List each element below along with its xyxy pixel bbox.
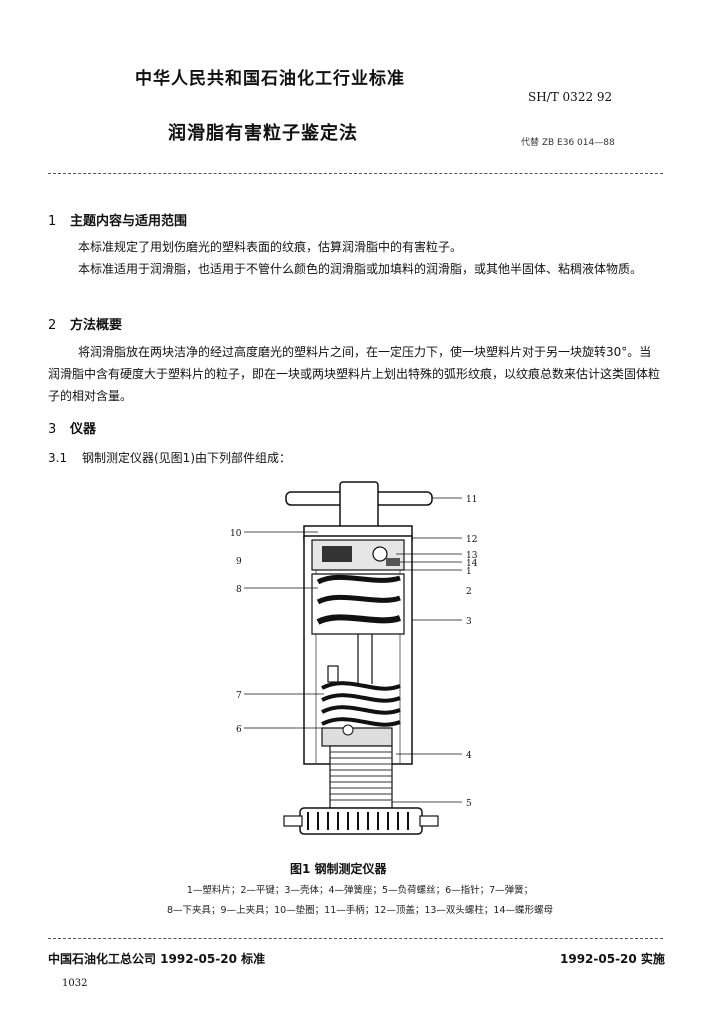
section-2-number: 2 <box>48 318 57 333</box>
callout-1: 1 <box>466 567 472 577</box>
replaces-note: 代替 ZB E36 014—88 <box>521 138 615 148</box>
callout-14: 14 <box>466 559 478 569</box>
issuing-body-title: 中华人民共和国石油化工行业标准 <box>135 69 405 89</box>
section-3-title: 仪器 <box>70 422 97 437</box>
callout-12: 12 <box>466 535 477 545</box>
wing-nut <box>372 546 388 562</box>
apparatus-figure: 11 12 13 14 1 2 3 4 5 10 9 8 7 6 <box>230 481 478 835</box>
figure-caption: 图1 钢制测定仪器 <box>290 862 387 876</box>
effective-date: 1992-05-20 实施 <box>560 952 665 966</box>
callout-3: 3 <box>466 617 472 627</box>
washer <box>322 546 352 562</box>
header-divider <box>48 173 663 174</box>
section-1-paragraph-2: 本标准适用于润滑脂，也适用于不管什么颜色的润滑脂或加填料的润滑脂，或其他半固体、… <box>78 262 643 276</box>
standard-code: SH/T 0322 92 <box>528 90 613 104</box>
subsection-3-1-number: 3.1 <box>48 451 68 465</box>
section-2-paragraph-1: 将润滑脂放在两块洁净的经过高度磨光的塑料片之间，在一定压力下，使一块塑料片对于另… <box>48 345 661 403</box>
section-2-title: 方法概要 <box>70 318 123 333</box>
callout-13: 13 <box>466 551 478 561</box>
section-3-number: 3 <box>48 422 57 437</box>
callout-2: 2 <box>466 587 472 597</box>
figure-legend-line-1: 1—塑料片；2—平键；3—壳体；4—弹簧座；5—负荷螺丝；6—指针；7—弹簧； <box>186 885 534 896</box>
callout-11: 11 <box>466 495 477 505</box>
section-1-title: 主题内容与适用范围 <box>70 214 188 229</box>
callout-8: 8 <box>236 585 242 595</box>
double-end-stud <box>386 558 400 566</box>
issuer-and-approval-date: 中国石油化工总公司 1992-05-20 标准 <box>48 952 266 966</box>
section-1-paragraph-1: 本标准规定了用划伤磨光的塑料表面的纹痕，估算润滑脂中的有害粒子。 <box>78 240 463 254</box>
footer-divider <box>48 938 663 939</box>
callout-7: 7 <box>236 691 242 701</box>
callout-6: 6 <box>236 725 242 735</box>
section-1-heading: 1 主题内容与适用范围 <box>48 210 187 229</box>
load-screw <box>329 745 393 809</box>
page-number: 1032 <box>62 978 88 989</box>
section-2-heading: 2 方法概要 <box>48 314 122 333</box>
lower-clamp <box>311 573 405 635</box>
callout-10: 10 <box>230 529 242 539</box>
callout-9: 9 <box>236 557 242 567</box>
section-3-heading: 3 仪器 <box>48 418 96 437</box>
callout-5: 5 <box>466 799 472 809</box>
figure-legend-line-2: 8—下夹具；9—上夹具；10—垫圈；11—手柄；12—顶盖；13—双头螺柱；14… <box>166 905 554 916</box>
document-title: 润滑脂有害粒子鉴定法 <box>168 123 358 144</box>
pointer <box>327 665 339 683</box>
spring <box>321 681 401 727</box>
callout-4: 4 <box>466 751 472 761</box>
section-1-number: 1 <box>48 214 57 229</box>
subsection-3-1-text: 钢制测定仪器(见图1)由下列部件组成： <box>82 451 291 465</box>
subsection-3-1: 3.1 钢制测定仪器(见图1)由下列部件组成： <box>48 449 291 466</box>
spring-seat <box>321 727 393 747</box>
